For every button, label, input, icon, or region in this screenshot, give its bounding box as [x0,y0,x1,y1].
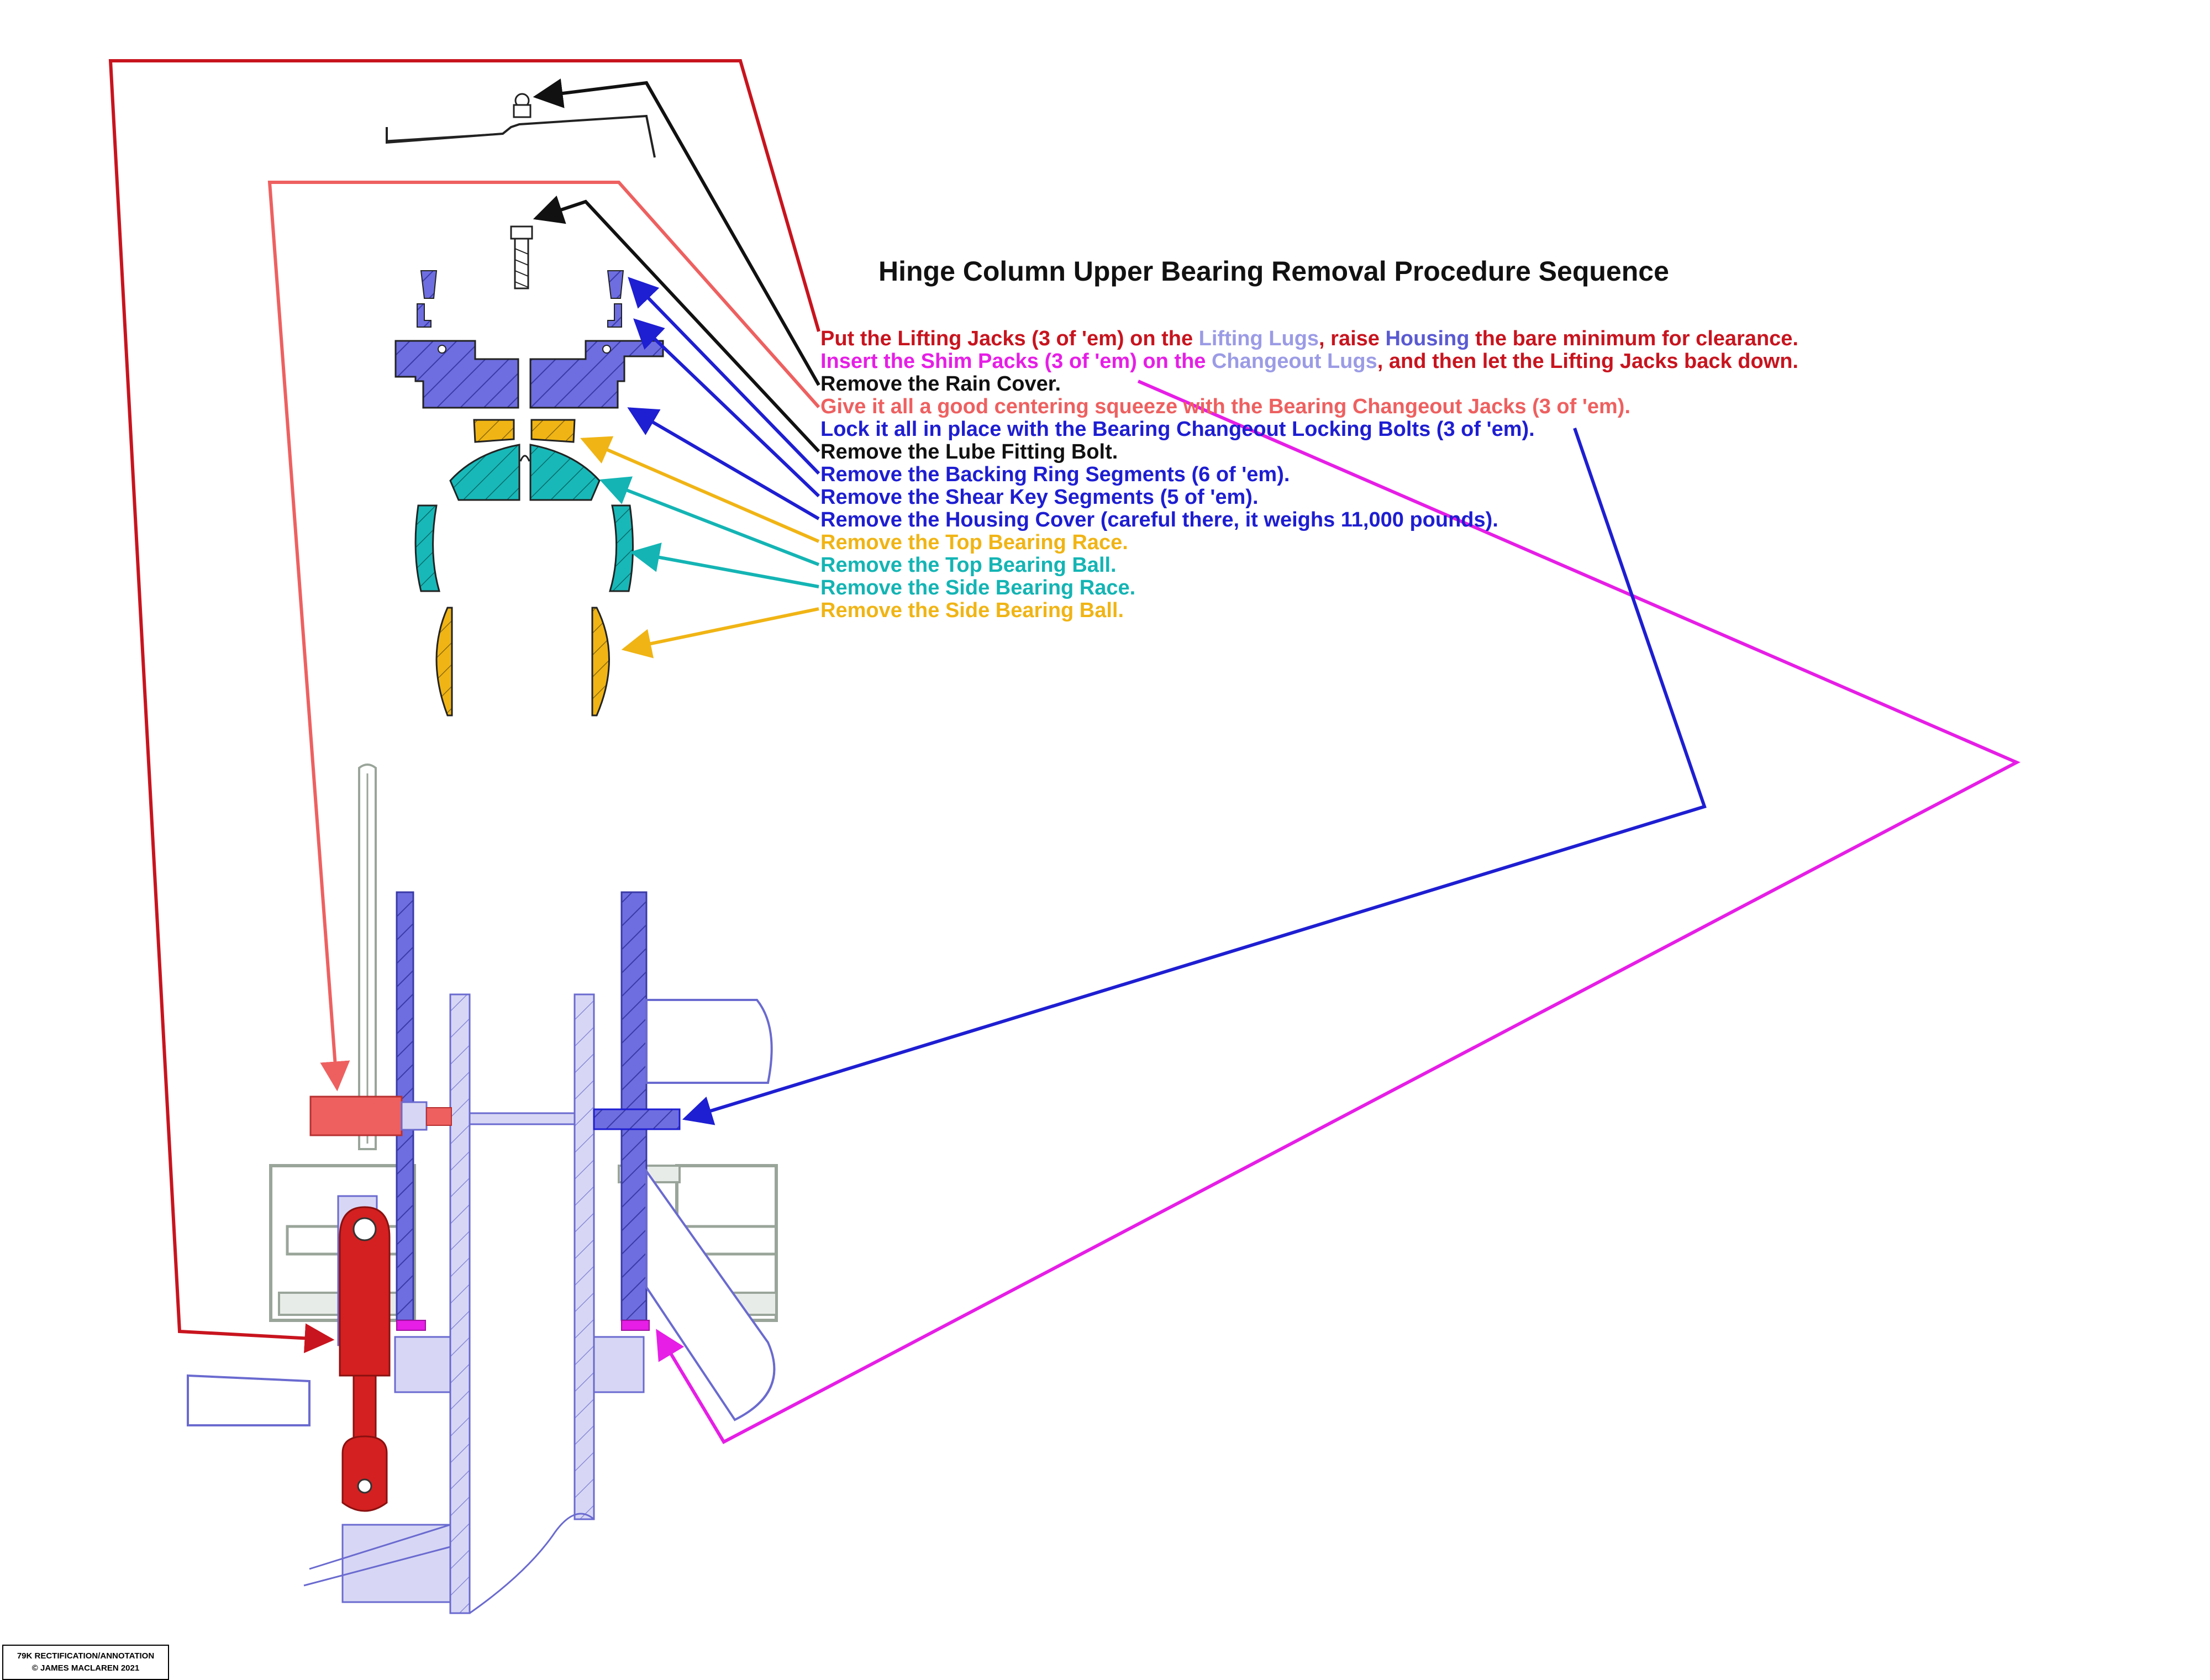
arrow-side-ball [621,607,819,659]
procedure-step-segment: Remove the Side Bearing Race. [820,576,1136,599]
locking-bolt [469,1108,681,1130]
procedure-step-segment: Remove the Housing Cover (careful there,… [820,508,1498,531]
procedure-step: Remove the Housing Cover (careful there,… [820,509,1798,531]
procedure-step: Put the Lifting Jacks (3 of 'em) on the … [820,328,1798,350]
lifting-jack [337,1195,391,1512]
procedure-step-segment: Lock it all in place with the Bearing Ch… [820,418,1535,441]
arrow-top-ball [599,476,820,566]
shim-packs [396,1320,650,1331]
arrow-locking-bolts [682,428,1707,1125]
procedure-step-segment: Put the Lifting Jacks (3 of 'em) on the [820,327,1199,350]
procedure-step: Remove the Shear Key Segments (5 of 'em)… [820,486,1798,509]
credit-line-1: 79K RECTIFICATION/ANNOTATION [17,1651,155,1661]
procedure-step-segment: Changeout Lugs [1211,350,1377,373]
procedure-step: Remove the Backing Ring Segments (6 of '… [820,464,1798,486]
procedure-step-segment: Remove the Top Bearing Ball. [820,554,1117,577]
top-bearing-race [473,419,576,443]
arrow-backing-ring [628,277,820,475]
lube-fitting-bolt [510,225,533,289]
side-bearing-race [414,504,634,592]
procedure-step: Lock it all in place with the Bearing Ch… [820,418,1798,441]
procedure-step: Remove the Top Bearing Ball. [820,554,1798,577]
arrow-lifting-jacks [108,59,820,1354]
arrow-housing-cover [627,407,820,520]
procedure-step-segment: Remove the Shear Key Segments (5 of 'em)… [820,486,1259,509]
arrow-top-race [580,436,820,543]
housing-cover [394,340,664,409]
procedure-step-segment: Remove the Backing Ring Segments (6 of '… [820,463,1290,486]
arrow-side-race [629,543,819,588]
bearing-changeout-jack [309,1096,452,1136]
credit-line-2: © JAMES MACLAREN 2021 [31,1663,140,1673]
procedure-step-segment: Remove the Rain Cover. [820,372,1061,396]
procedure-step: Remove the Top Bearing Race. [820,531,1798,554]
procedure-step: Remove the Side Bearing Race. [820,577,1798,599]
procedure-step-segment: Remove the Side Bearing Ball. [820,599,1124,622]
procedure-step-segment: Remove the Lube Fitting Bolt. [820,440,1118,464]
side-bearing-ball [435,607,610,717]
credit-box: 79K RECTIFICATION/ANNOTATION © JAMES MAC… [2,1645,169,1680]
procedure-step-segment: , raise [1319,327,1386,350]
procedure-step-segment: , and then let the Lifting Jacks back do… [1377,350,1798,373]
arrow-changeout-jacks [267,181,820,1092]
procedure-step: Insert the Shim Packs (3 of 'em) on the … [820,350,1798,373]
shear-key-segments [420,270,624,299]
outrigger-pipes [187,999,776,1426]
procedure-step-segment: Insert the Shim Packs (3 of 'em) on the [820,350,1212,373]
procedure-step-segment: Remove the Top Bearing Race. [820,531,1128,554]
procedure-step: Remove the Lube Fitting Bolt. [820,441,1798,464]
procedure-step-segment: the bare minimum for clearance. [1469,327,1798,350]
diagram-title: Hinge Column Upper Bearing Removal Proce… [878,256,1669,287]
column-shell [303,993,645,1614]
procedure-step-segment: Housing [1385,327,1470,350]
procedure-step: Remove the Side Bearing Ball. [820,599,1798,622]
arrow-shim-packs [656,380,2020,1444]
callout-arrows [108,59,2020,1444]
procedure-steps: Put the Lifting Jacks (3 of 'em) on the … [820,328,1798,622]
arrow-lube-bolt [533,196,820,453]
arrow-shear-key [633,318,820,498]
backing-ring-segments [417,303,622,328]
procedure-step: Remove the Rain Cover. [820,373,1798,396]
rain-cover [386,93,656,158]
arrow-rain-cover [533,78,820,386]
top-bearing-ball [449,444,601,501]
procedure-step-segment: Lifting Lugs [1198,327,1319,350]
housing-column [396,891,648,1321]
procedure-step-segment: Give it all a good centering squeeze wit… [820,395,1631,418]
procedure-step: Give it all a good centering squeeze wit… [820,396,1798,418]
